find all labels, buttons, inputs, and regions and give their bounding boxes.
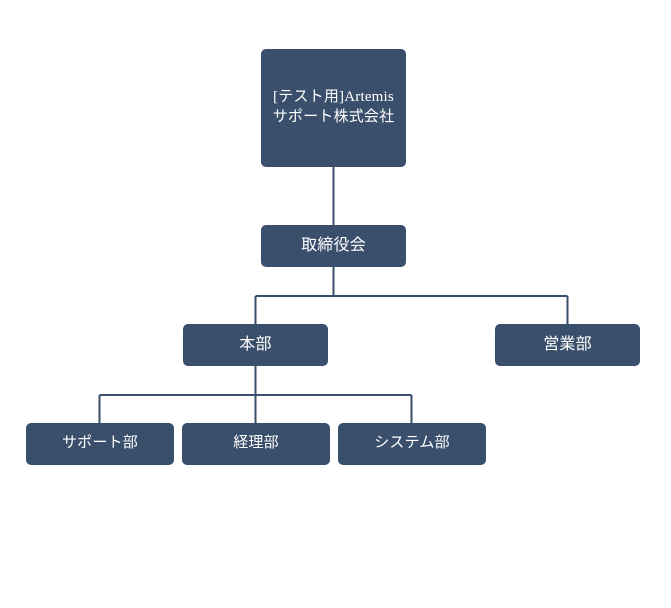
org-node-support-department[interactable]: サポート部 [26,423,174,465]
org-node-label: 経理部 [233,435,279,452]
org-node-accounting-department[interactable]: 経理部 [182,423,330,465]
org-node-systems-department[interactable]: システム部 [338,423,486,465]
org-node-label: 取締役会 [301,237,366,255]
org-node-root[interactable]: [テスト用]Artemisサポート株式会社 [261,49,406,167]
org-node-label: システム部 [374,435,450,452]
org-node-label: サポート部 [61,435,138,452]
org-node-label: 営業部 [543,336,592,354]
org-node-headquarters[interactable]: 本部 [183,324,328,366]
org-node-label: 本部 [239,336,272,354]
org-node-sales-department[interactable]: 営業部 [495,324,640,366]
org-node-label: [テスト用]Artemisサポート株式会社 [272,89,395,125]
org-node-board-of-directors[interactable]: 取締役会 [261,225,406,267]
